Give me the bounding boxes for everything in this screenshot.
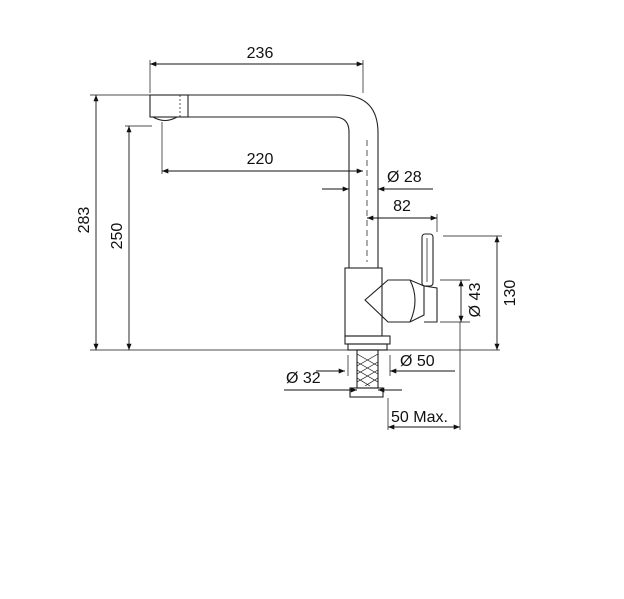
label-thread-diameter: Ø 32 [286,370,321,387]
lever-handle [421,233,434,287]
dimension-labels: 236 220 283 250 Ø 28 82 Ø 43 130 Ø 50 Ø … [76,45,519,426]
label-total-height: 283 [76,207,93,234]
spout-head [149,94,189,122]
base-flange [344,335,391,351]
label-spout-reach: 220 [247,151,274,168]
label-spout-height: 250 [109,223,126,250]
label-lever-offset: 82 [393,198,411,215]
mounting-nut [349,387,384,398]
faucet-body [344,267,438,337]
spout-arm [188,94,379,268]
label-body-height: 130 [502,280,519,307]
label-body-diameter: Ø 43 [467,283,484,318]
label-spout-diameter: Ø 28 [387,169,422,186]
label-base-diameter: Ø 50 [400,353,435,370]
braided-hose [356,349,379,389]
faucet-outline [90,94,500,398]
label-total-reach: 236 [247,45,274,62]
dimension-lines [93,61,500,430]
label-max-deck: 50 Max. [391,409,448,426]
